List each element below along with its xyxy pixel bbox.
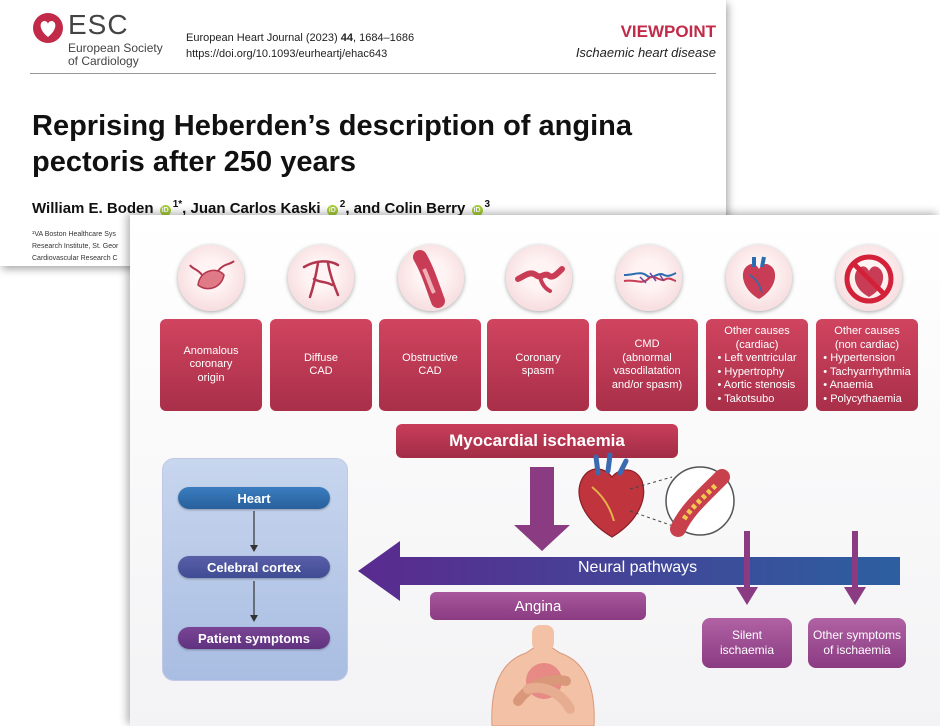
obstructive-cad-icon	[398, 245, 464, 311]
microvascular-icon	[616, 245, 682, 311]
author-name[interactable]: Colin Berry	[384, 200, 466, 217]
cause-list-item: Tachyarrhythmia	[823, 366, 911, 380]
citation-journal: European Heart Journal (2023)	[186, 32, 341, 44]
orcid-icon[interactable]: iD	[471, 205, 483, 216]
down-arrow-icon	[250, 511, 258, 552]
orcid-icon[interactable]: iD	[159, 205, 171, 216]
heart-step: Heart	[178, 487, 330, 509]
esc-heart-logo-icon	[33, 13, 63, 43]
cause-list-item: Hypertension	[823, 352, 910, 366]
article-topic: Ischaemic heart disease	[575, 45, 716, 60]
silent-ischaemia-arrow	[736, 531, 758, 605]
article-title: Reprising Heberden’s description of angi…	[32, 110, 632, 178]
cause-box: CMD (abnormal vasodilatation and/or spas…	[596, 319, 698, 411]
affiliations: ¹VA Boston Healthcare Sys Research Insti…	[32, 229, 132, 265]
cause-list: Left ventricular Hypertrophy Aortic sten…	[717, 352, 797, 407]
prohibited-heart-icon	[836, 245, 902, 311]
esc-logo-text: ESC	[68, 9, 129, 40]
author-affiliation-mark: 1*	[172, 199, 183, 210]
other-symptoms-box: Other symptoms of ischaemia	[808, 618, 906, 668]
author-separator: ,	[182, 200, 191, 217]
heart-icon	[726, 245, 792, 311]
cause-label: Diffuse CAD	[303, 351, 339, 378]
cause-label: Other causes (cardiac)	[724, 325, 790, 351]
cause-list-item: Aortic stenosis	[717, 379, 796, 393]
symptoms-step: Patient symptoms	[178, 627, 330, 649]
author-name[interactable]: Juan Carlos Kaski	[190, 200, 321, 217]
cause-label: Coronary spasm	[515, 351, 561, 378]
affiliation-line: Cardiovascular Research C	[32, 255, 118, 262]
neural-pathway-arrow	[358, 541, 900, 601]
author-affiliation-mark: 2	[339, 199, 346, 210]
cause-list-item: Anaemia	[823, 379, 910, 393]
outcome-label: Other symptoms of ischaemia	[812, 628, 902, 657]
cause-label: Other causes (non cardiac)	[834, 325, 900, 351]
header-divider	[30, 73, 716, 74]
cause-label: CMD (abnormal vasodilatation and/or spas…	[611, 338, 683, 391]
arrows-layer	[250, 452, 900, 726]
down-arrow-icon	[250, 581, 258, 622]
cause-label: Anomalous coronary origin	[183, 344, 239, 384]
cause-label: Obstructive CAD	[402, 351, 458, 378]
cause-list-item: Hypertrophy	[717, 366, 796, 380]
chest-pain-figure-icon	[491, 625, 595, 726]
other-symptoms-arrow	[844, 531, 866, 605]
affiliation-line: ¹VA Boston Healthcare Sys	[32, 231, 116, 238]
cause-list-item: Left ventricular	[717, 352, 796, 366]
author-separator: , and	[345, 200, 385, 217]
cause-list: Hypertension Tachyarrhythmia Anaemia Pol…	[823, 352, 911, 407]
silent-ischaemia-box: Silent ischaemia	[702, 618, 792, 668]
vessel-magnifier-icon	[665, 466, 735, 537]
cause-box: Diffuse CAD	[270, 319, 372, 411]
diffuse-cad-icon	[288, 245, 354, 311]
cortex-step: Celebral cortex	[178, 556, 330, 578]
spasm-icon	[506, 245, 572, 311]
neural-pathways-label: Neural pathways	[578, 559, 698, 576]
cause-box: Anomalous coronary origin	[160, 319, 262, 411]
orcid-icon[interactable]: iD	[326, 205, 338, 216]
anomalous-origin-icon	[178, 245, 244, 311]
cause-box: Coronary spasm	[487, 319, 589, 411]
myocardial-ischaemia-box: Myocardial ischaemia	[396, 424, 678, 458]
angina-box: Angina	[430, 592, 646, 620]
citation: European Heart Journal (2023) 44, 1684–1…	[186, 30, 414, 62]
society-name: European Society of Cardiology	[68, 41, 163, 68]
citation-volume: 44	[340, 32, 353, 44]
cause-box: Obstructive CAD	[379, 319, 481, 411]
citation-pages: , 1684–1686	[352, 32, 415, 44]
central-illustration: Anomalous coronary origin Diffuse CAD Ob…	[130, 215, 940, 726]
cause-list-item: Polycythaemia	[823, 393, 910, 407]
heart-illustration-icon	[578, 452, 677, 538]
cause-box: Other causes (non cardiac) Hypertension …	[816, 319, 918, 411]
ischaemia-down-arrow	[514, 467, 570, 551]
article-type: VIEWPOINT	[620, 22, 716, 41]
author-affiliation-mark: 3	[484, 199, 491, 210]
outcome-label: Silent ischaemia	[719, 628, 775, 657]
doi-link[interactable]: https://doi.org/10.1093/eurheartj/ehac64…	[186, 48, 388, 60]
cause-list-item: Takotsubo	[717, 393, 796, 407]
cause-box: Other causes (cardiac) Left ventricular …	[706, 319, 808, 411]
author-name[interactable]: William E. Boden	[32, 200, 154, 217]
author-list: William E. Boden iD1*, Juan Carlos Kaski…	[32, 199, 490, 217]
affiliation-line: Research Institute, St. Geor	[32, 243, 119, 250]
